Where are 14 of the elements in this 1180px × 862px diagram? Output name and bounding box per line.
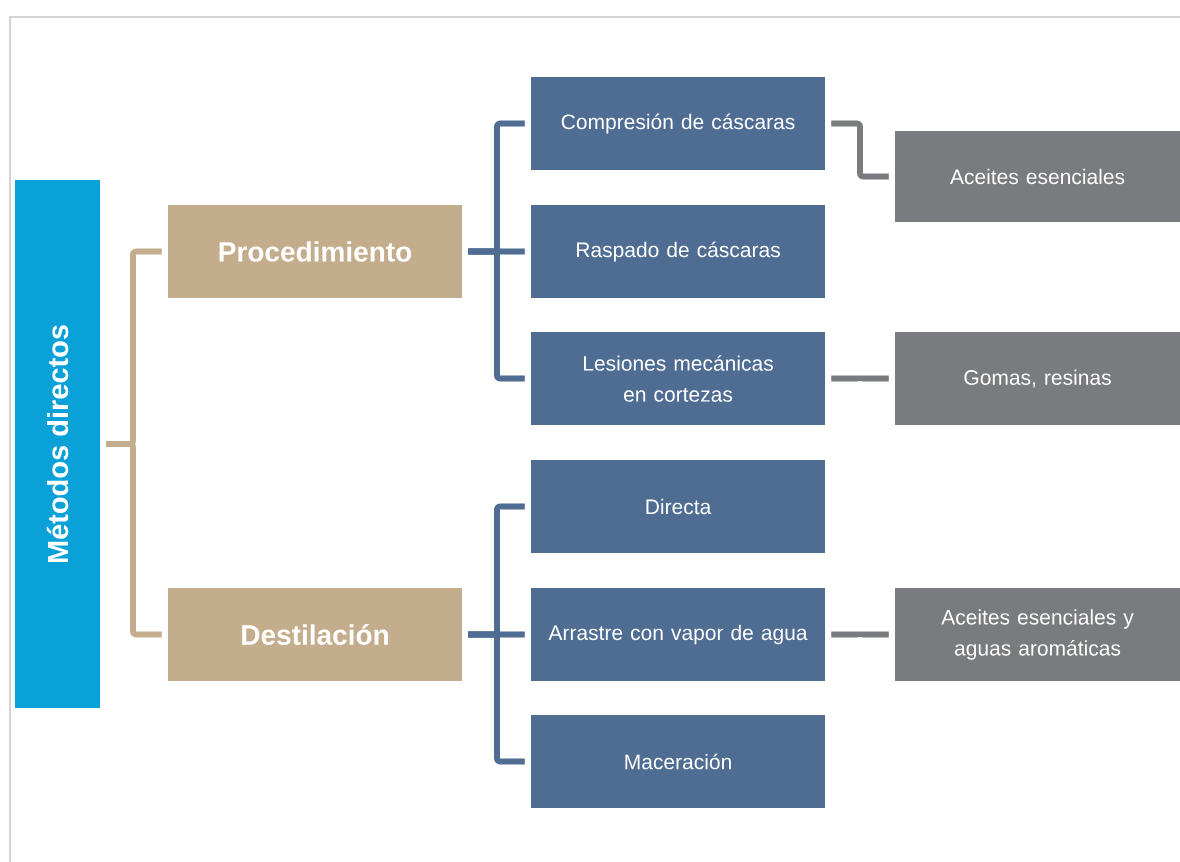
title-band: Métodos directos [15, 180, 100, 708]
method-box: Arrastre con vapor de agua [531, 588, 825, 681]
product-box: Aceites esenciales [895, 131, 1180, 222]
connector-line [831, 628, 889, 638]
method-box: Compresión de cáscaras [531, 77, 825, 170]
connector-line [831, 372, 889, 382]
product-box: Aceites esenciales y aguas aromáticas [895, 588, 1180, 681]
method-box: Lesiones mecánicas en cortezas [531, 332, 825, 425]
category-box: Destilación [168, 588, 462, 681]
method-box: Maceración [531, 715, 825, 808]
method-box: Raspado de cáscaras [531, 205, 825, 298]
product-box: Gomas, resinas [895, 332, 1180, 425]
method-box: Directa [531, 460, 825, 553]
category-box: Procedimiento [168, 205, 462, 298]
